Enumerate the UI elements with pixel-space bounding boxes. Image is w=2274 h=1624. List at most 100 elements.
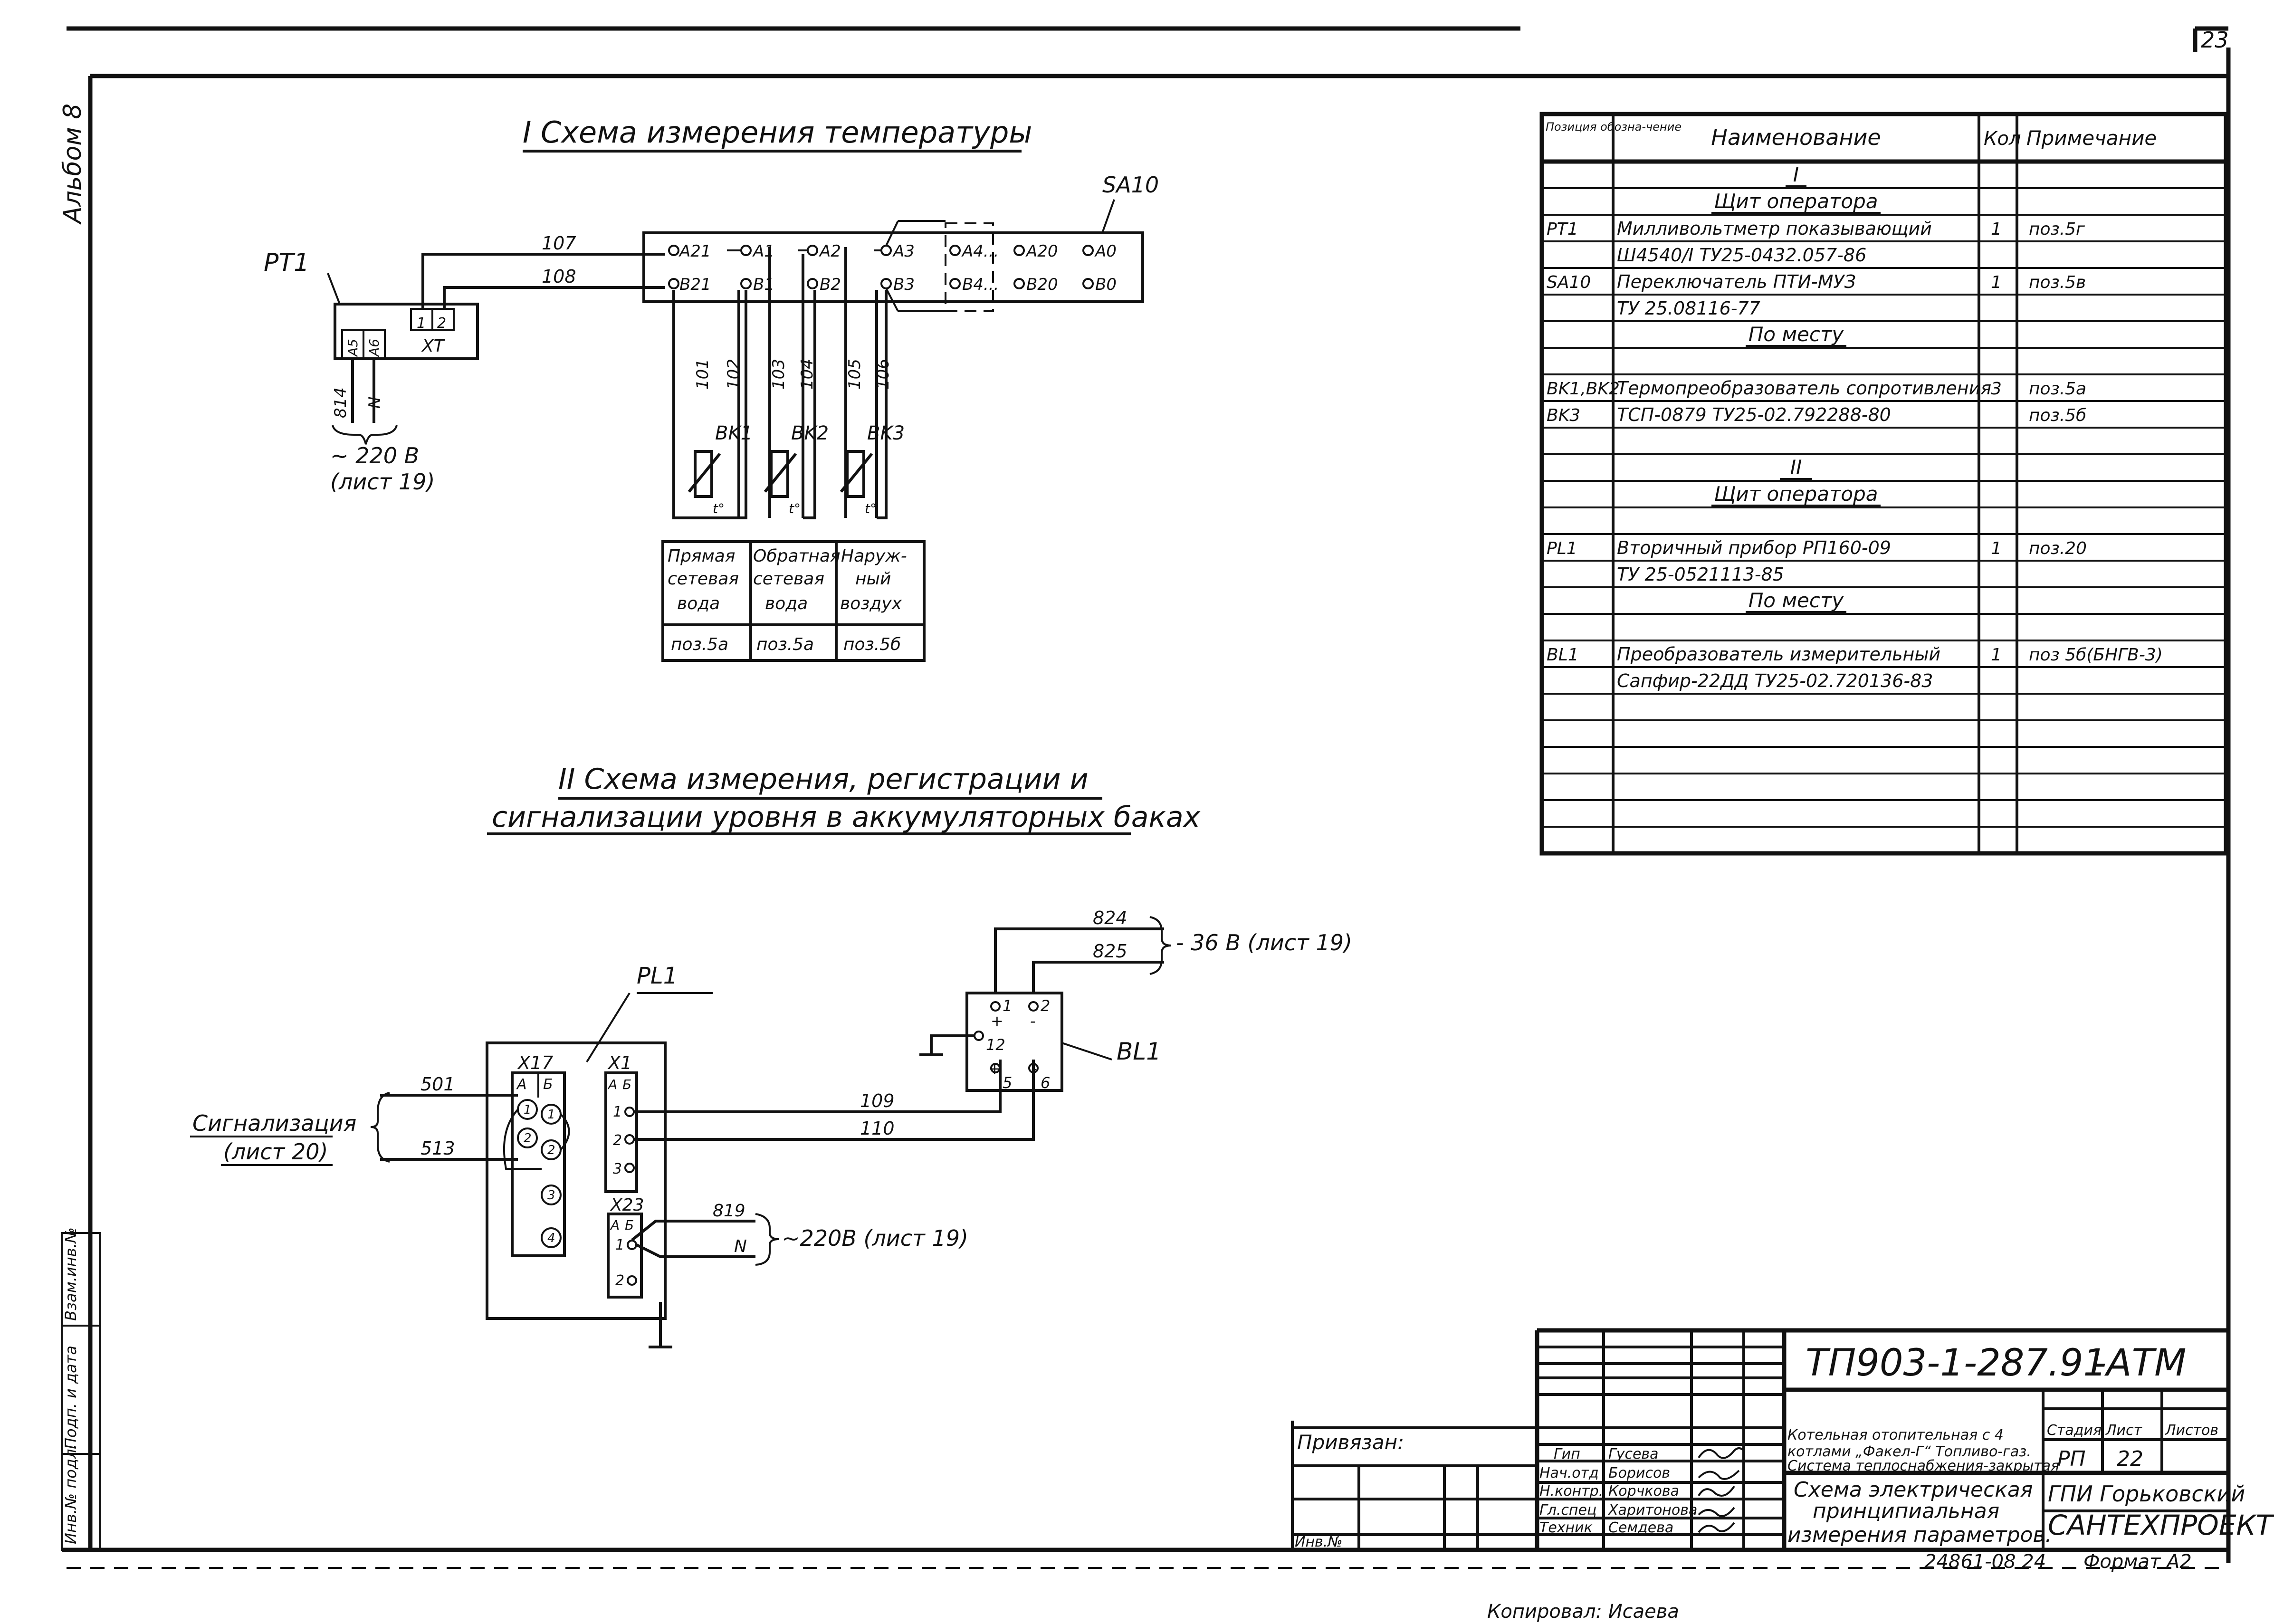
x1-terminal-block — [604, 1071, 638, 1193]
format-label: Формат А2 — [2083, 1551, 2192, 1573]
table-r3-c2: вода — [765, 594, 808, 613]
wire-108: 108 — [542, 266, 576, 287]
scheme1-title: I Схема измерения температуры — [523, 115, 1032, 150]
x1-term-2: 2 — [613, 1132, 622, 1149]
x1-col-a: А — [607, 1077, 617, 1092]
wire-825: 825 — [1093, 941, 1127, 962]
name-korchkova: Корчкова — [1608, 1483, 1679, 1500]
bk3-label: BK3 — [867, 422, 905, 444]
sensor-table: Прямая Обратная Наруж- сетевая сетевая н… — [661, 540, 926, 662]
spec-row-name: ТУ 25.08116-77 — [1617, 298, 1760, 319]
scheme2-title-line2: сигнализации уровня в аккумуляторных бак… — [492, 801, 1201, 834]
pt1-terminal-a5: A5 — [345, 339, 361, 357]
spec-row-pos: SA10 — [1547, 273, 1591, 292]
name-guseva: Гусева — [1608, 1446, 1658, 1462]
wire-n: N — [365, 397, 384, 409]
table-r2-c3: ный — [855, 569, 891, 589]
note-36v: - 36 В (лист 19) — [1176, 930, 1352, 955]
spec-row-name: ТУ 25-0521113-85 — [1617, 564, 1784, 585]
signal-note: Сигнализация — [192, 1110, 356, 1136]
wire-107: 107 — [542, 233, 576, 254]
x23-terminal-block — [607, 1213, 643, 1299]
bl1-transmitter — [965, 992, 1063, 1092]
bk2-resistor — [770, 450, 789, 498]
wire-105: 105 — [845, 359, 864, 390]
table-r1-c1: Прямая — [668, 546, 735, 566]
x23-col-a: А — [610, 1217, 620, 1233]
bl1-minus-bottom: - — [1031, 1060, 1037, 1078]
spec-row-name: По месту — [1748, 323, 1844, 346]
x23-col-b: Б — [625, 1217, 634, 1233]
x1-col-b: Б — [622, 1077, 631, 1092]
spec-row-name: I — [1793, 163, 1799, 186]
spec-header-qty: Кол — [1984, 128, 2021, 150]
contact-b0: B0 — [1095, 275, 1117, 294]
bl1-term-6: 6 — [1041, 1074, 1050, 1092]
spec-row-name: Преобразователь измерительный — [1617, 644, 1940, 665]
spec-row-note: поз.5в — [2029, 273, 2086, 292]
power-note-220v: ~ 220 В — [330, 443, 419, 468]
wire-103: 103 — [769, 359, 788, 390]
name-kharitonova: Харитонова — [1607, 1502, 1697, 1519]
xt-terminal-2: 2 — [437, 315, 446, 332]
margin-label-3: Инв.№ подл. — [62, 1444, 80, 1544]
bk1-resistor — [694, 450, 713, 498]
contact-b4: B4... — [962, 275, 999, 294]
contact-a3: A3 — [892, 242, 915, 261]
spec-row-pos: PT1 — [1547, 220, 1578, 239]
bk2-temp-symbol: t° — [789, 501, 801, 516]
scheme2-title-line1: II Схема измерения, регистрации и — [558, 763, 1089, 796]
x1-term-1: 1 — [613, 1104, 622, 1120]
contact-a21: A21 — [678, 242, 711, 261]
bk1-label: BK1 — [715, 422, 753, 444]
spec-row-qty: 1 — [1991, 539, 2002, 558]
spec-header-name: Наименование — [1711, 124, 1881, 150]
org-line-2: САНТЕХПРОЕКТ — [2048, 1509, 2274, 1541]
spec-row-note: поз.5г — [2029, 220, 2085, 239]
name-borisov: Борисов — [1608, 1465, 1670, 1481]
bl1-term-5: 5 — [1003, 1074, 1012, 1092]
x17-col-b: Б — [543, 1076, 553, 1093]
bl1-plus-top: + — [991, 1012, 1003, 1030]
contact-b20: B20 — [1026, 275, 1058, 294]
spec-row-name: Щит оператора — [1714, 482, 1878, 506]
contact-b3: B3 — [893, 275, 915, 294]
role-tekhnik: Техник — [1539, 1519, 1593, 1536]
spec-row-name: Вторичный прибор РП160-09 — [1617, 537, 1891, 558]
spec-row-qty: 1 — [1991, 645, 2002, 665]
bk3-resistor — [846, 450, 865, 498]
table-r1-c3: Наруж- — [841, 546, 907, 566]
spec-row-note: поз 5б(БНГВ-3) — [2029, 645, 2163, 665]
spec-border — [1539, 112, 2228, 856]
copied-by: Копировал: Исаева — [1487, 1601, 1679, 1623]
wire-513: 513 — [420, 1138, 455, 1159]
bl1-term-1: 1 — [1003, 997, 1012, 1015]
table-r1-c2: Обратная — [753, 546, 841, 566]
x17-terminal-block — [511, 1071, 566, 1257]
scheme-level: II Схема измерения, регистрации и сигнал… — [190, 763, 1352, 1348]
x17-term-2b: 2 — [547, 1143, 555, 1157]
wire-102: 102 — [724, 359, 743, 390]
wire-110: 110 — [860, 1118, 895, 1139]
inv-no-label: Инв.№ — [1295, 1534, 1342, 1550]
table-r4-c1: поз.5а — [671, 635, 728, 654]
spec-row-name: Щит оператора — [1714, 190, 1878, 213]
x23-term-2: 2 — [615, 1272, 624, 1289]
bl1-label: BL1 — [1117, 1038, 1161, 1065]
spec-row-qty: 3 — [1991, 379, 2002, 399]
scheme-temperature: I Схема измерения температуры PT1 A5 A6 … — [264, 115, 1159, 662]
contact-b2: B2 — [820, 275, 841, 294]
spec-row-name: Переключатель ПТИ-МУЗ — [1617, 271, 1856, 292]
spec-row-pos: BL1 — [1547, 645, 1579, 665]
spec-row-name: По месту — [1748, 589, 1844, 612]
contact-a0: A0 — [1094, 242, 1117, 261]
stage-header: Стадия — [2047, 1422, 2102, 1439]
project-line-1: Котельная отопительная с 4 — [1787, 1427, 2004, 1443]
table-r4-c3: поз.5б — [843, 635, 901, 654]
title-block: ТП903-1-287.91 -АТМ Привязан: Инв.№ Коте… — [1291, 1328, 2274, 1623]
sheet-frame: 23 — [62, 26, 2231, 1569]
x17-term-4: 4 — [547, 1231, 555, 1245]
project-line-2: котлами „Факел-Г“ Топливо-газ. — [1787, 1443, 2031, 1460]
